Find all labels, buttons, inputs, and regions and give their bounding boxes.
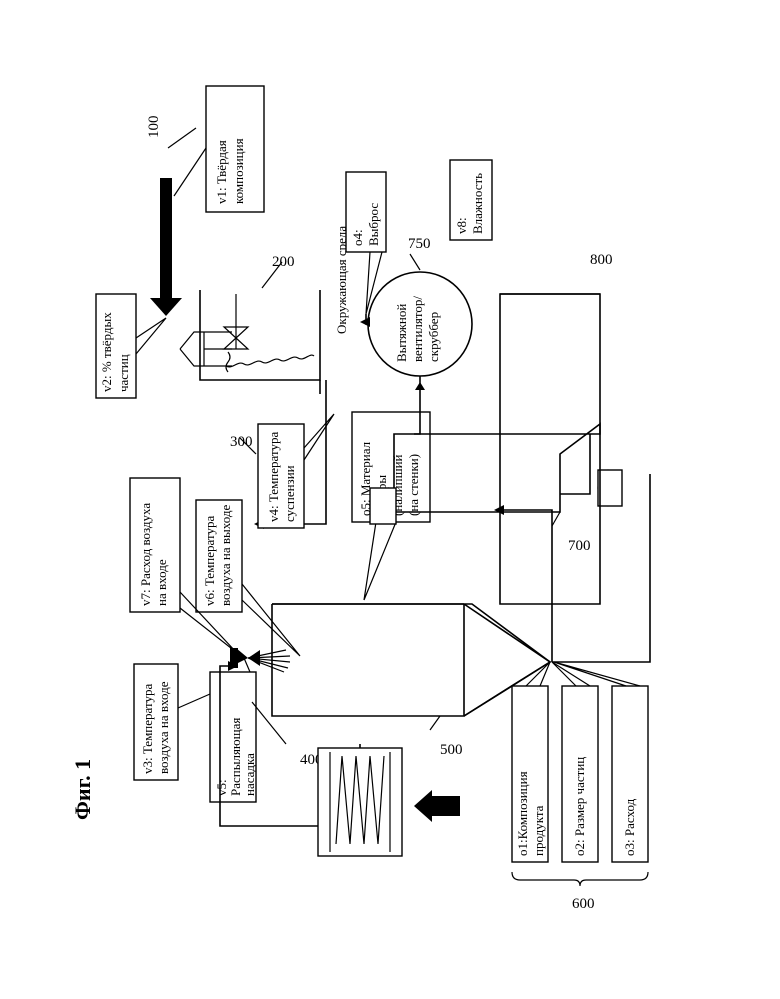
ref-600: 600 [572, 896, 595, 912]
o2-label: o2: Размер частиц [572, 757, 587, 856]
ref-100: 100 [146, 116, 162, 139]
v2-solids-percent-box: v2: % твёрдыхчастиц [96, 294, 166, 398]
ref-700: 700 [568, 538, 591, 554]
ref-800: 800 [590, 252, 613, 268]
v5-spray-nozzle-box: v5:Распыляющаянасадка 400 [210, 658, 323, 802]
ref-750: 750 [408, 236, 431, 252]
exhaust-fan-scrubber: Вытяжнойвентилятор/скруббер 750 Окружающ… [334, 226, 472, 434]
v6-label: v6: Температуравоздуха на выходе [202, 504, 233, 606]
fan-scrubber-label: Вытяжнойвентилятор/скруббер [394, 296, 441, 362]
v3-inlet-air-temp-box: v3: Температуравоздуха на входе [134, 664, 210, 780]
o3-label: o3: Расход [622, 798, 637, 856]
solid-feed-arrow [150, 178, 182, 316]
ref-500: 500 [440, 742, 463, 758]
v8-humidity-box: v8:Влажность [450, 160, 492, 240]
drying-chamber: 500 [272, 604, 550, 758]
suspension-tank: 200 [180, 254, 320, 380]
diagram-body: 200 v1: Твёрдаякомпозиция 100 v2: % твёр… [96, 86, 650, 912]
v3-label: v3: Температуравоздуха на входе [140, 681, 171, 774]
o4-emission-box: o4:Выброс [346, 172, 386, 314]
spray-nozzle [230, 648, 290, 672]
v4-suspension-temp-box: v4: Температурасуспензии 300 [230, 414, 334, 528]
ref-200: 200 [272, 254, 295, 270]
outputs-group: o1:Композицияпродукта o2: Размер частиц … [512, 662, 648, 912]
figure-caption: Фиг. 1 [70, 759, 95, 820]
